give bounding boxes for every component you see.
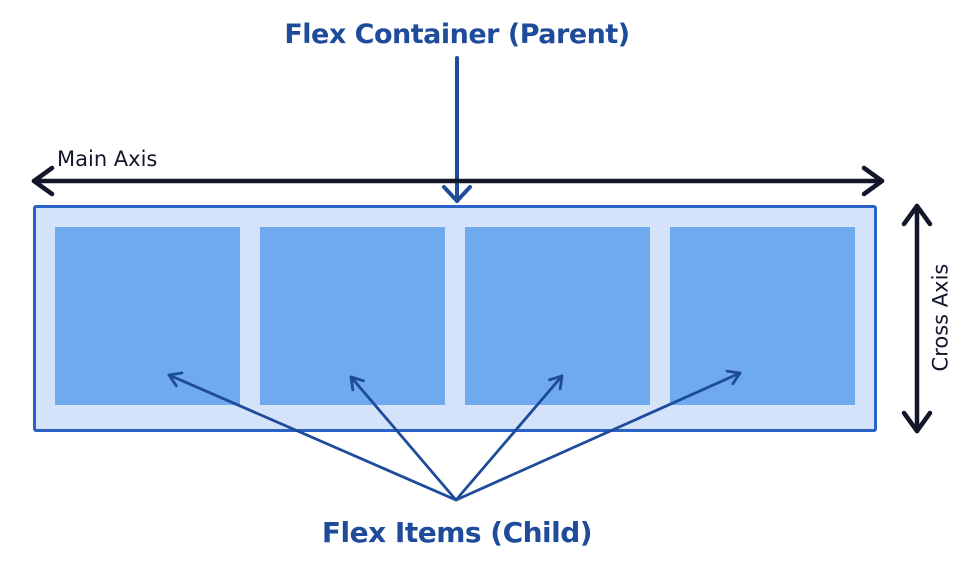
flex-item-4 [670,227,855,405]
flex-item-1 [55,227,240,405]
main-axis-label: Main Axis [57,147,158,171]
flex-item-2 [260,227,445,405]
cross-axis-label: Cross Axis [928,263,953,372]
flex-items-label: Flex Items (Child) [321,516,593,549]
flex-container-box [33,205,877,432]
flex-container-title: Flex Container (Parent) [284,19,630,50]
flex-item-3 [465,227,650,405]
